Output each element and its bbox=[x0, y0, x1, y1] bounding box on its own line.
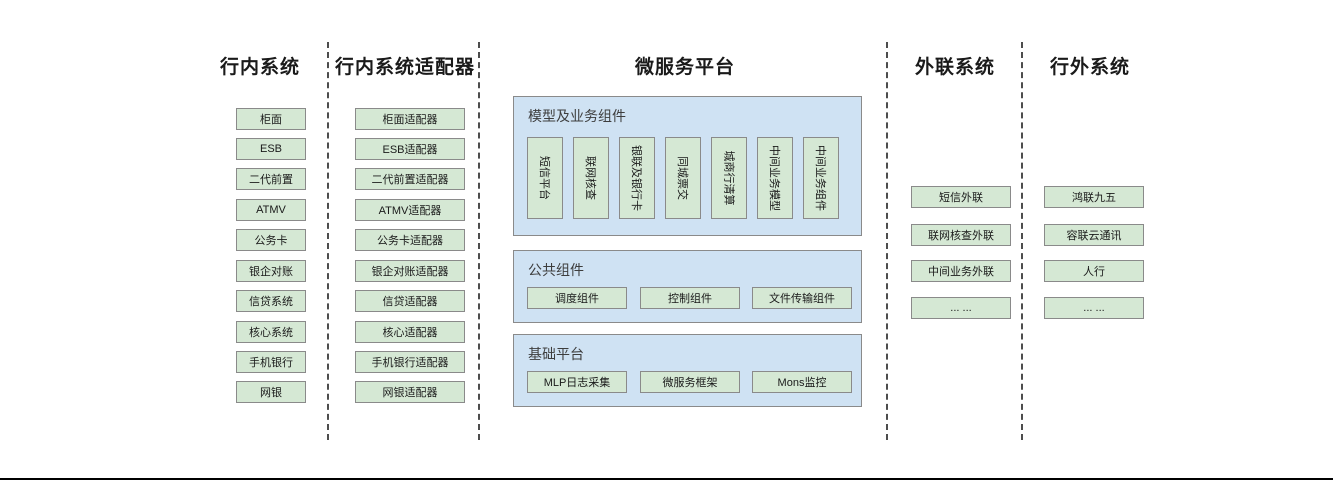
node-base-platform-component[interactable]: 微服务框架 bbox=[640, 371, 740, 393]
node-internal-adapter[interactable]: 网银适配器 bbox=[355, 381, 465, 403]
node-outside-bank-system[interactable]: ... ... bbox=[1044, 297, 1144, 319]
node-internal-system[interactable]: 柜面 bbox=[236, 108, 306, 130]
node-model-component[interactable]: 中间业务组件 bbox=[803, 137, 839, 219]
node-internal-system[interactable]: 二代前置 bbox=[236, 168, 306, 190]
column-divider-4 bbox=[1021, 42, 1023, 440]
node-internal-adapter[interactable]: 公务卡适配器 bbox=[355, 229, 465, 251]
node-internal-system[interactable]: 手机银行 bbox=[236, 351, 306, 373]
node-internal-adapter[interactable]: 银企对账适配器 bbox=[355, 260, 465, 282]
node-outside-bank-system[interactable]: 鸿联九五 bbox=[1044, 186, 1144, 208]
node-model-component-label: 同城票交 bbox=[676, 156, 688, 200]
panel-title-model-business-components: 模型及业务组件 bbox=[528, 108, 626, 124]
node-internal-system[interactable]: 信贷系统 bbox=[236, 290, 306, 312]
node-model-component-label: 中间业务模型 bbox=[768, 145, 780, 211]
node-outside-bank-system[interactable]: 人行 bbox=[1044, 260, 1144, 282]
node-model-component[interactable]: 中间业务模型 bbox=[757, 137, 793, 219]
node-internal-system[interactable]: 公务卡 bbox=[236, 229, 306, 251]
node-model-component[interactable]: 银联及银行卡 bbox=[619, 137, 655, 219]
node-internal-system[interactable]: ATMV bbox=[236, 199, 306, 221]
node-base-platform-component[interactable]: MLP日志采集 bbox=[527, 371, 627, 393]
column-divider-1 bbox=[327, 42, 329, 440]
node-internal-system[interactable]: 网银 bbox=[236, 381, 306, 403]
node-public-component[interactable]: 调度组件 bbox=[527, 287, 627, 309]
panel-base-platform: 基础平台 bbox=[513, 334, 862, 407]
panel-title-public-components: 公共组件 bbox=[528, 262, 584, 278]
node-internal-adapter[interactable]: 二代前置适配器 bbox=[355, 168, 465, 190]
node-model-component-label: 联网核查 bbox=[584, 156, 596, 200]
column-title-outside-bank-systems: 行外系统 bbox=[1049, 57, 1130, 78]
node-internal-system[interactable]: 核心系统 bbox=[236, 321, 306, 343]
node-model-component[interactable]: 城商行清算 bbox=[711, 137, 747, 219]
node-base-platform-component[interactable]: Mons监控 bbox=[752, 371, 852, 393]
column-title-external-link-systems: 外联系统 bbox=[914, 57, 995, 78]
column-title-microservice-platform: 微服务平台 bbox=[634, 57, 735, 78]
node-model-component-label: 银联及银行卡 bbox=[630, 145, 642, 211]
node-model-component[interactable]: 联网核查 bbox=[573, 137, 609, 219]
column-divider-3 bbox=[886, 42, 888, 440]
node-model-component[interactable]: 同城票交 bbox=[665, 137, 701, 219]
node-internal-adapter[interactable]: 信贷适配器 bbox=[355, 290, 465, 312]
node-public-component[interactable]: 文件传输组件 bbox=[752, 287, 852, 309]
node-model-component-label: 短信平台 bbox=[538, 156, 550, 200]
node-internal-adapter[interactable]: 核心适配器 bbox=[355, 321, 465, 343]
column-title-internal-adapters: 行内系统适配器 bbox=[334, 57, 475, 78]
node-model-component[interactable]: 短信平台 bbox=[527, 137, 563, 219]
node-external-link-system[interactable]: 短信外联 bbox=[911, 186, 1011, 208]
panel-public-components: 公共组件 bbox=[513, 250, 862, 323]
page-bottom-rule bbox=[0, 478, 1333, 480]
node-external-link-system[interactable]: 中间业务外联 bbox=[911, 260, 1011, 282]
panel-title-base-platform: 基础平台 bbox=[528, 346, 584, 362]
column-title-internal-systems: 行内系统 bbox=[219, 57, 300, 78]
node-internal-system[interactable]: 银企对账 bbox=[236, 260, 306, 282]
node-internal-adapter[interactable]: 柜面适配器 bbox=[355, 108, 465, 130]
node-external-link-system[interactable]: 联网核查外联 bbox=[911, 224, 1011, 246]
node-external-link-system[interactable]: ... ... bbox=[911, 297, 1011, 319]
node-model-component-label: 中间业务组件 bbox=[814, 145, 826, 211]
node-model-component-label: 城商行清算 bbox=[722, 150, 734, 206]
node-public-component[interactable]: 控制组件 bbox=[640, 287, 740, 309]
node-outside-bank-system[interactable]: 容联云通讯 bbox=[1044, 224, 1144, 246]
column-divider-2 bbox=[478, 42, 480, 440]
node-internal-adapter[interactable]: 手机银行适配器 bbox=[355, 351, 465, 373]
node-internal-adapter[interactable]: ATMV适配器 bbox=[355, 199, 465, 221]
node-internal-system[interactable]: ESB bbox=[236, 138, 306, 160]
node-internal-adapter[interactable]: ESB适配器 bbox=[355, 138, 465, 160]
